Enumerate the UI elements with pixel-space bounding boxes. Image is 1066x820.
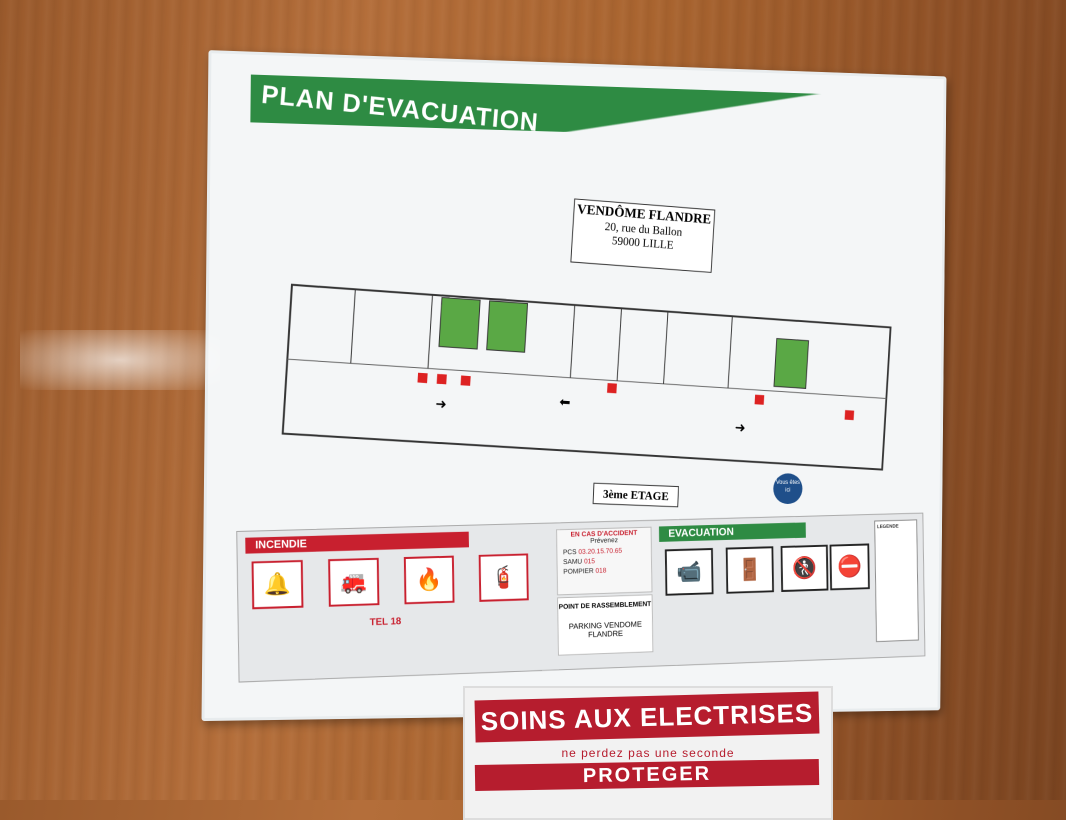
sign-title: SOINS AUX ELECTRISES	[475, 692, 820, 743]
fire-alarm-icon: 🔔	[252, 560, 304, 609]
legend-box: LEGENDE	[874, 519, 919, 642]
svg-text:➜: ➜	[435, 395, 447, 411]
instructions-panel: INCENDIE 🔔 🚒 🔥 🧯 TEL 18 EN CAS D'ACCIDEN…	[236, 513, 925, 683]
no-return-icon: 🚷	[781, 545, 829, 592]
assembly-place: PARKING VENDOME FLANDRE	[558, 619, 652, 640]
tel-number: 18	[390, 616, 401, 627]
floor-label: 3ème ETAGE	[593, 483, 680, 508]
evacuation-plan-board: PLAN D'EVACUATION VENDÔME FLANDRE 20, ru…	[202, 50, 947, 721]
incendie-heading: INCENDIE	[245, 532, 469, 554]
accident-box: EN CAS D'ACCIDENT Prévenez PCS 03.20.15.…	[556, 527, 652, 596]
exit-door-icon: 🚪	[726, 546, 774, 593]
address-box: VENDÔME FLANDRE 20, rue du Ballon 59000 …	[570, 198, 715, 273]
accident-line: POMPIER 018	[563, 565, 651, 577]
you-are-here-marker: Vous êtes ici	[773, 473, 802, 504]
tel-label: TEL	[370, 617, 388, 628]
svg-text:⬅: ⬅	[559, 394, 571, 410]
assembly-point-box: POINT DE RASSEMBLEMENT PARKING VENDOME F…	[557, 594, 653, 655]
accident-lines: PCS 03.20.15.70.65 SAMU 015 POMPIER 018	[557, 546, 651, 578]
extinguisher-icon: 🧯	[479, 553, 529, 601]
sign-action: PROTEGER	[475, 759, 819, 791]
legend-heading: LEGENDE	[877, 522, 915, 532]
crawl-smoke-icon: 🔥	[404, 556, 455, 605]
light-glare	[20, 330, 220, 390]
fire-truck-icon: 🚒	[328, 558, 379, 607]
no-elevator-icon: ⛔	[830, 544, 870, 591]
floor-plan: ➜ ⬅ ➜	[276, 265, 896, 499]
assembly-heading: POINT DE RASSEMBLEMENT	[558, 601, 652, 611]
tel-line: TEL 18	[347, 617, 425, 627]
svg-text:➜: ➜	[734, 419, 746, 435]
evacuation-heading: EVACUATION	[659, 522, 806, 541]
video-camera-icon: 📹	[665, 548, 714, 596]
sign-subtitle: ne perdez pas une seconde	[465, 746, 831, 760]
